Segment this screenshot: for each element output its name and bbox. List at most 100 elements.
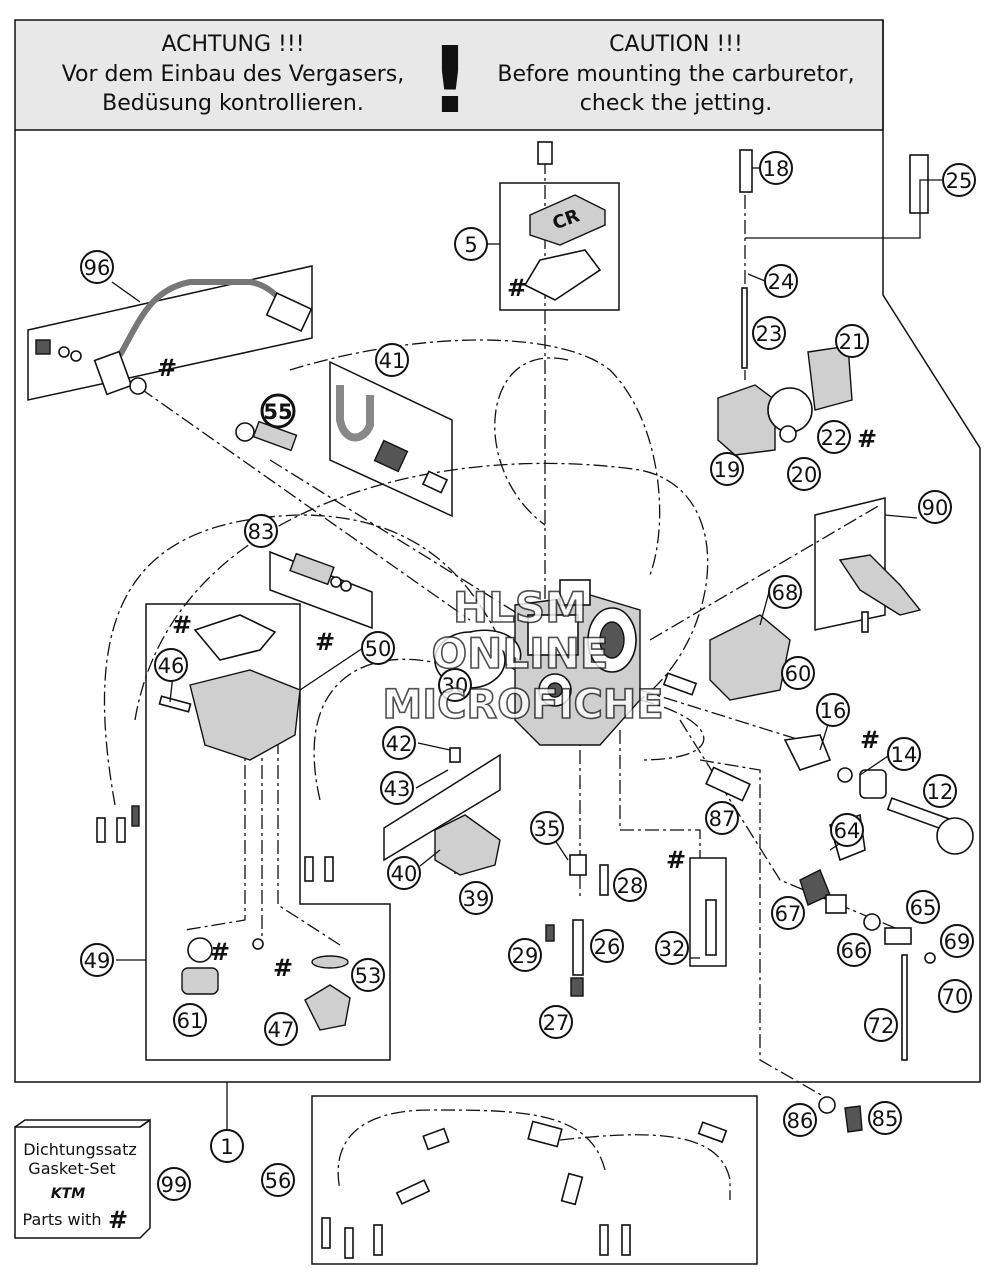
svg-text:55: 55	[263, 400, 292, 424]
callout-64: 64	[830, 813, 864, 847]
warning-de-title: ACHTUNG !!!	[161, 32, 304, 57]
svg-text:85: 85	[872, 1107, 899, 1131]
callout-67: 67	[771, 896, 805, 930]
warning-de-line2: Bedüsung kontrollieren.	[102, 91, 364, 116]
callout-70: 70	[938, 979, 972, 1013]
svg-text:18: 18	[763, 157, 790, 181]
svg-text:16: 16	[820, 699, 847, 723]
svg-text:24: 24	[768, 270, 795, 294]
svg-text:21: 21	[839, 330, 866, 354]
parts: CR	[35, 141, 974, 1259]
svg-text:72: 72	[868, 1014, 895, 1038]
callout-28: 28	[613, 868, 647, 902]
svg-text:5: 5	[464, 233, 477, 257]
callout-16: 16	[816, 693, 850, 727]
jet-needle	[545, 149, 929, 997]
gasket-set-de: Dichtungssatz	[23, 1140, 137, 1159]
svg-text:70: 70	[942, 985, 969, 1009]
callout-22: 22	[817, 420, 851, 454]
choke-55	[235, 420, 298, 452]
svg-text:47: 47	[268, 1018, 295, 1042]
callout-53: 53	[351, 958, 385, 992]
svg-text:96: 96	[84, 256, 111, 280]
svg-text:40: 40	[391, 862, 418, 886]
svg-text:14: 14	[891, 743, 918, 767]
svg-text:25: 25	[946, 169, 973, 193]
callout-24: 24	[764, 264, 798, 298]
svg-text:29: 29	[512, 944, 539, 968]
gasket-set-hash: #	[108, 1206, 128, 1234]
cover-group-box	[499, 182, 620, 311]
callout-5: 5	[454, 227, 488, 261]
hash-marker: #	[315, 628, 335, 656]
callout-23: 23	[752, 316, 786, 350]
callout-18: 18	[759, 151, 793, 185]
callout-47: 47	[264, 1012, 298, 1046]
hash-marker: #	[666, 846, 686, 874]
fitting-41	[336, 385, 449, 494]
callout-61: 61	[173, 1003, 207, 1037]
svg-text:69: 69	[944, 930, 971, 954]
callouts: 1 5 12 14 16 18 19 20 21 22 23 24 25 26 …	[80, 151, 976, 1201]
svg-text:67: 67	[775, 902, 802, 926]
float-bowl	[158, 614, 351, 1031]
main-frame	[14, 20, 981, 1083]
vent-hose-box	[27, 265, 313, 401]
svg-text:22: 22	[821, 426, 848, 450]
hash-marker: #	[273, 954, 293, 982]
callout-87: 87	[705, 801, 739, 835]
callout-55: 55	[260, 393, 296, 429]
svg-text:30: 30	[442, 674, 469, 698]
fitting-83	[289, 552, 352, 592]
svg-text:60: 60	[785, 662, 812, 686]
callout-19: 19	[710, 452, 744, 486]
hose-41-box	[329, 360, 453, 518]
svg-text:64: 64	[834, 819, 861, 843]
svg-text:90: 90	[922, 496, 949, 520]
callout-90: 90	[918, 490, 952, 524]
callout-65: 65	[906, 890, 940, 924]
svg-text:49: 49	[84, 949, 111, 973]
callout-39: 39	[459, 881, 493, 915]
svg-text:28: 28	[617, 874, 644, 898]
hash-marker: #	[157, 354, 177, 382]
svg-text:27: 27	[543, 1011, 570, 1035]
gasket-set-parts-with: Parts with	[23, 1210, 102, 1229]
svg-text:99: 99	[161, 1173, 188, 1197]
svg-text:53: 53	[355, 964, 382, 988]
svg-text:46: 46	[158, 654, 185, 678]
svg-text:39: 39	[463, 887, 490, 911]
gasket-set-box: Dichtungssatz Gasket-Set KTM Parts with …	[14, 1118, 151, 1239]
svg-text:87: 87	[709, 807, 736, 831]
svg-text:43: 43	[384, 777, 411, 801]
gasket-markers: # # # # # # # # #	[157, 274, 880, 982]
gasket-set-en: Gasket-Set	[28, 1159, 115, 1178]
accelerator-pump-box	[383, 753, 501, 862]
warning-en-line1: Before mounting the carburetor,	[497, 62, 854, 87]
hash-marker: #	[857, 425, 877, 453]
drain-hoses	[96, 805, 728, 1259]
callout-86: 86	[783, 1103, 817, 1137]
svg-text:19: 19	[714, 458, 741, 482]
callout-1: 1	[210, 1129, 244, 1163]
svg-text:66: 66	[841, 939, 868, 963]
svg-text:50: 50	[365, 637, 392, 661]
watermark-line3: MICROFICHE	[382, 682, 663, 728]
callout-99: 99	[157, 1167, 191, 1201]
watermark-line1: HLSM	[453, 583, 587, 632]
callout-12: 12	[923, 774, 957, 808]
callout-49: 49	[80, 943, 114, 977]
vent-hose-96	[35, 279, 313, 396]
svg-text:86: 86	[787, 1109, 814, 1133]
vent-hose-set-box	[311, 1095, 758, 1265]
svg-text:12: 12	[927, 780, 954, 804]
callout-20: 20	[787, 457, 821, 491]
callout-25: 25	[942, 163, 976, 197]
callout-14: 14	[887, 737, 921, 771]
warning-en-line2: check the jetting.	[580, 91, 772, 116]
callout-60: 60	[781, 656, 815, 690]
callout-32: 32	[655, 931, 689, 965]
ktm-logo: KTM	[51, 1186, 85, 1202]
callout-21: 21	[835, 324, 869, 358]
